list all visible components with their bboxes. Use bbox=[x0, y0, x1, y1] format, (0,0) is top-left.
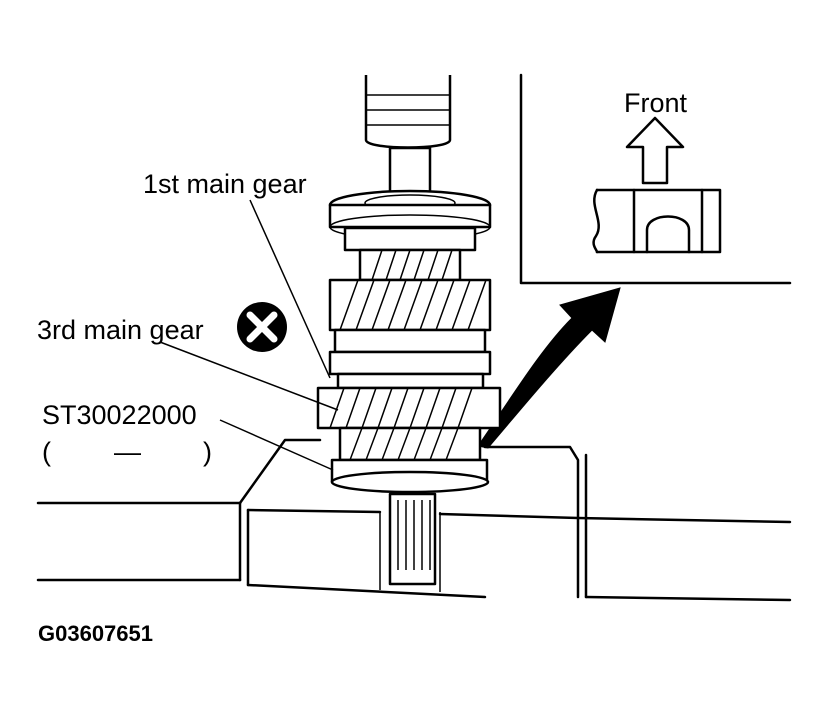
first-main-gear bbox=[328, 278, 492, 332]
third-main-gear bbox=[316, 386, 502, 430]
third-main-gear-label: 3rd main gear bbox=[37, 315, 204, 345]
tool-paren-close: ) bbox=[203, 437, 212, 467]
press-bed bbox=[36, 438, 792, 602]
figure-code: G03607651 bbox=[38, 621, 153, 646]
tool-dash: — bbox=[114, 437, 141, 467]
front-arrow-icon bbox=[625, 116, 685, 185]
gear-stack bbox=[316, 189, 502, 586]
press-ram bbox=[364, 75, 452, 195]
curved-arrow-icon bbox=[477, 287, 621, 449]
tool-collar bbox=[330, 458, 490, 494]
tool-paren-open: ( bbox=[42, 437, 51, 467]
front-detail-inset: Front bbox=[519, 73, 792, 285]
first-main-gear-label: 1st main gear bbox=[143, 169, 307, 199]
notched-part-detail bbox=[592, 188, 722, 254]
leader-lines bbox=[159, 199, 339, 471]
front-label: Front bbox=[624, 88, 688, 118]
tool-number-label: ST30022000 bbox=[42, 400, 197, 430]
x-in-circle-icon bbox=[237, 302, 287, 352]
